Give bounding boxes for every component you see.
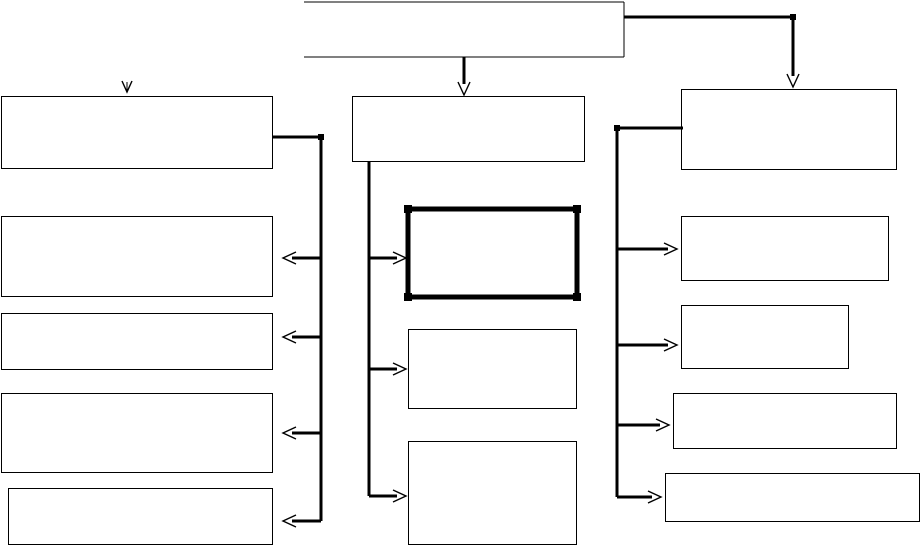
node-col2-child-2: [408, 329, 577, 409]
edge-root-col2-head: [457, 57, 471, 97]
edge-col2-child-2: [369, 362, 408, 376]
node-col1-head: [1, 96, 273, 169]
node-col3-head: [681, 89, 897, 170]
node-col3-child-3: [673, 393, 897, 449]
node-col1-child-3: [1, 393, 273, 473]
node-col2-child-1: [404, 205, 581, 301]
edge-col2-child-1: [369, 251, 408, 265]
node-col3-child-1: [681, 216, 889, 281]
edge-col1-spine: [272, 134, 324, 521]
edge-col2-child-3: [369, 489, 408, 503]
edge-col3-spine: [614, 125, 683, 497]
edge-col3-child-2: [617, 338, 679, 352]
node-col2-head: [352, 96, 585, 162]
node-col3-child-4: [665, 473, 920, 522]
edge-col3-child-1: [617, 242, 679, 256]
edge-col3-child-3: [617, 418, 671, 432]
edge-col1-child-2: [281, 330, 321, 344]
node-col2-child-3: [408, 441, 577, 545]
node-col3-child-2: [681, 305, 849, 369]
edge-col1-child-1: [281, 251, 321, 265]
edge-root-col1-head: [121, 80, 133, 94]
node-col1-child-1: [1, 216, 273, 297]
edge-col1-child-3: [281, 426, 321, 440]
node-col1-child-4: [8, 488, 273, 545]
edge-col3-child-4: [617, 490, 663, 504]
node-col1-child-2: [1, 313, 273, 370]
edge-root-col3-head: [624, 14, 800, 89]
node-root: [304, 1, 625, 58]
edge-col1-child-4: [281, 514, 321, 528]
